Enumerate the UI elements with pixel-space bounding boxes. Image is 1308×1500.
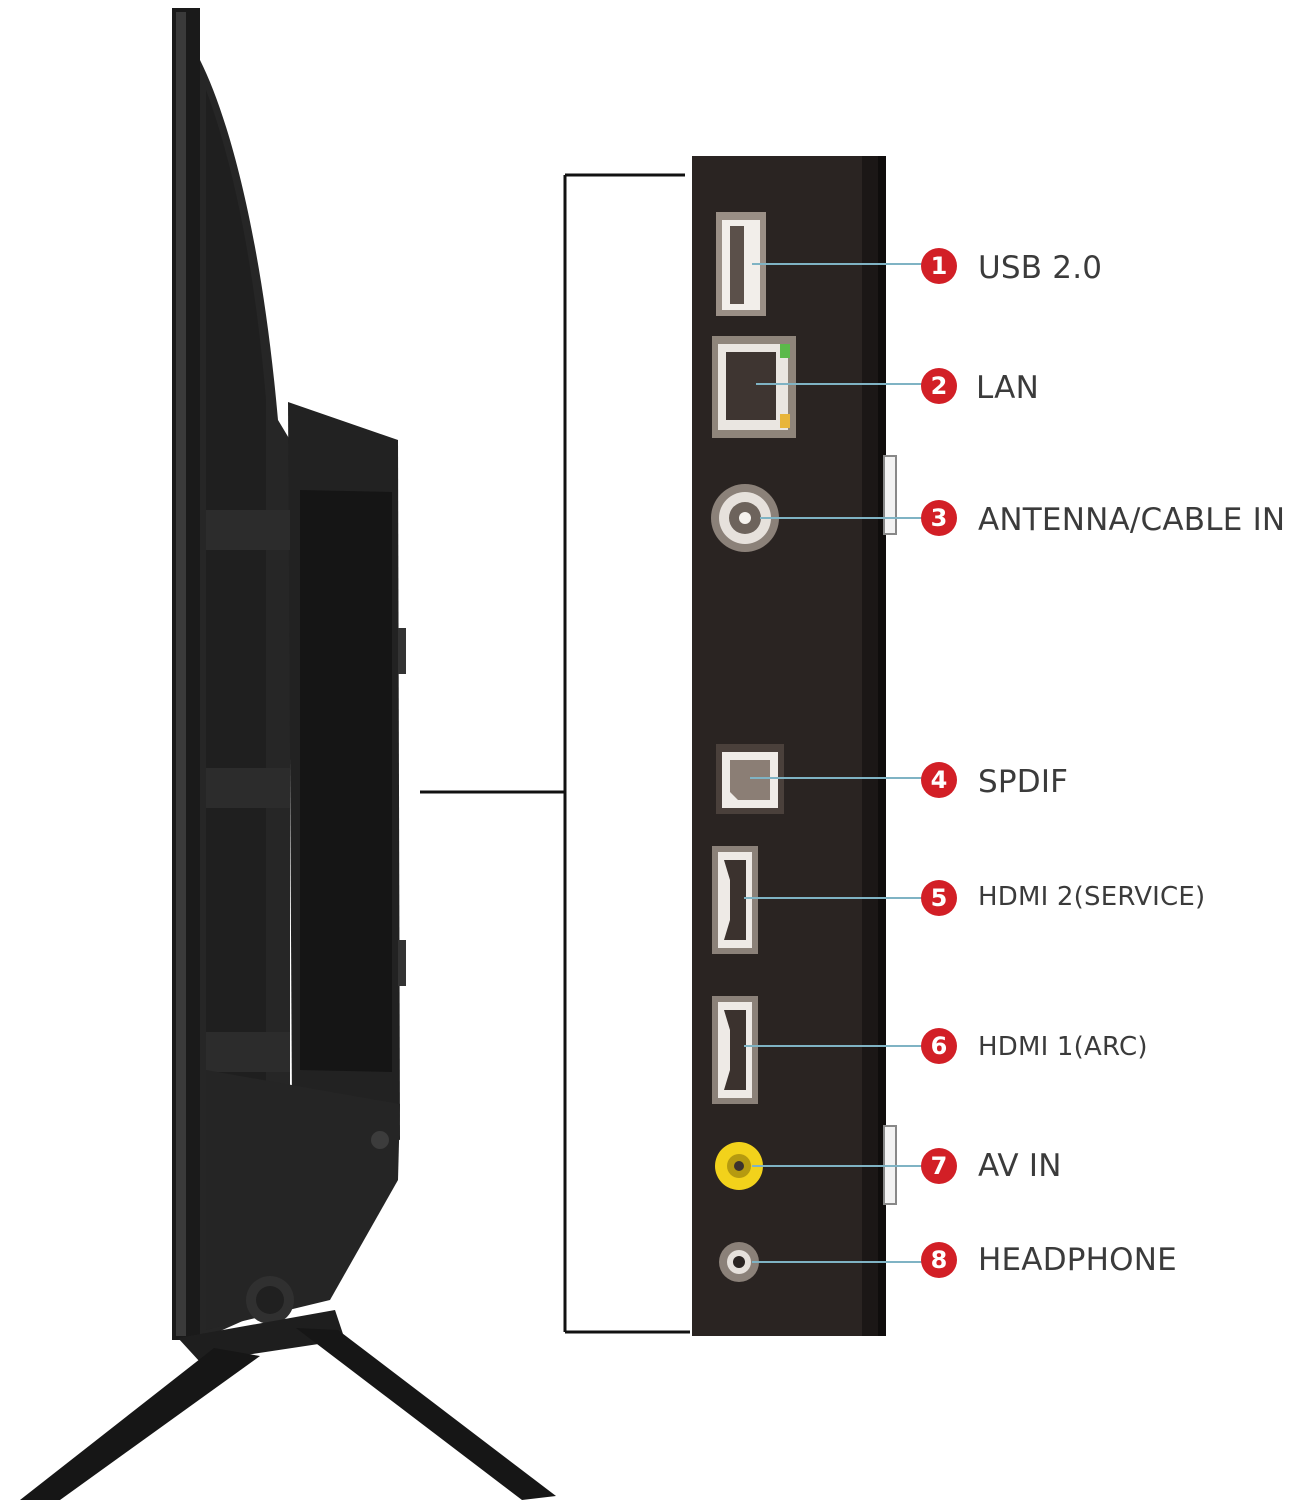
lan-port-icon bbox=[712, 336, 796, 438]
port-number-badge: 8 bbox=[921, 1242, 957, 1278]
tv-side-profile bbox=[20, 8, 556, 1500]
port-number-badge: 1 bbox=[921, 248, 957, 284]
headphone-jack-icon bbox=[719, 1242, 759, 1282]
hdmi-port-icon-1 bbox=[712, 846, 758, 954]
port-label-hdmi2: HDMI 2(SERVICE) bbox=[978, 882, 1206, 912]
port-label-hdmi1: HDMI 1(ARC) bbox=[978, 1032, 1148, 1062]
port-number-badge: 2 bbox=[921, 368, 957, 404]
bracket bbox=[420, 173, 690, 1334]
port-number-badge: 4 bbox=[921, 762, 957, 798]
hdmi-port-icon-2 bbox=[712, 996, 758, 1104]
port-label-lan: LAN bbox=[976, 370, 1039, 406]
port-number-badge: 7 bbox=[921, 1148, 957, 1184]
port-label-spdif: SPDIF bbox=[978, 764, 1069, 800]
port-number-badge: 3 bbox=[921, 500, 957, 536]
antenna-port-icon bbox=[711, 484, 779, 552]
port-number-badge: 5 bbox=[921, 880, 957, 916]
leader-lines bbox=[744, 263, 922, 1263]
rca-port-icon bbox=[715, 1142, 763, 1190]
port-label-headphone: HEADPHONE bbox=[978, 1242, 1177, 1278]
port-label-av-in: AV IN bbox=[978, 1148, 1062, 1184]
port-label-antenna: ANTENNA/CABLE IN bbox=[978, 502, 1286, 538]
port-label-usb: USB 2.0 bbox=[978, 250, 1103, 286]
port-number-badge: 6 bbox=[921, 1028, 957, 1064]
